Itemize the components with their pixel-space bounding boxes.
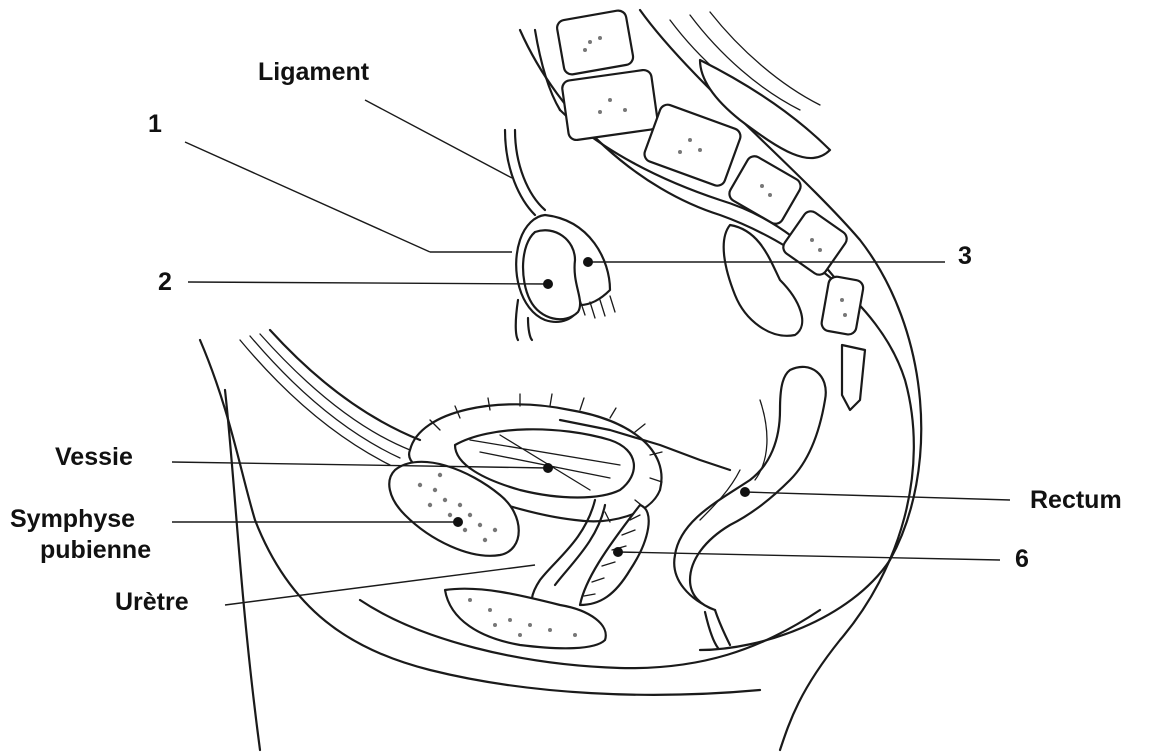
rectum: [674, 225, 826, 648]
pointer-dot-3: [583, 257, 593, 267]
ovary-structure: [505, 130, 615, 340]
label-uretre: Urètre: [115, 588, 189, 616]
label-ligament: Ligament: [258, 58, 370, 86]
leader-lines: [172, 100, 1010, 605]
label-1: 1: [148, 110, 162, 138]
label-3: 3: [958, 242, 972, 270]
pointer-dot-2: [543, 279, 553, 289]
label-pubienne: pubienne: [40, 536, 151, 564]
pointer-dot-symphyse: [453, 517, 463, 527]
pointer-dot-rectum: [740, 487, 750, 497]
label-2: 2: [158, 268, 172, 296]
pointer-dot-6: [613, 547, 623, 557]
abdominal-muscle: [240, 330, 420, 465]
thigh-outline: [225, 390, 260, 750]
pointer-dot-vessie: [543, 463, 553, 473]
label-symphyse: Symphyse: [10, 505, 135, 533]
label-rectum: Rectum: [1030, 486, 1122, 514]
label-6: 6: [1015, 545, 1029, 573]
label-vessie: Vessie: [55, 443, 133, 471]
